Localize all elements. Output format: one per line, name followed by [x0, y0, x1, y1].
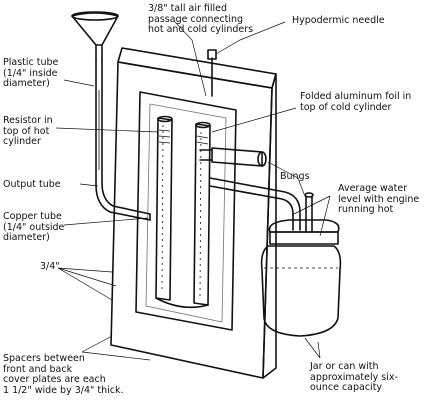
label-copper-tube: Copper tube (1/4" outside diameter) — [3, 211, 65, 243]
leader-foil — [211, 107, 297, 133]
output-tube — [209, 177, 301, 231]
leader-copper — [63, 217, 149, 226]
engine-block — [110, 47, 277, 379]
label-three-quarter: 3/4" — [40, 261, 60, 272]
leader-resistor — [55, 127, 159, 133]
leader-water-level — [291, 195, 331, 237]
label-bungs: Bungs — [280, 171, 310, 182]
funnel — [71, 11, 119, 61]
label-jar: Jar or can with approximately six- ounce… — [310, 361, 398, 393]
jar — [260, 192, 342, 337]
leader-three-quarter — [57, 267, 117, 301]
label-air-passage: 3/8" tall air filled passage connecting … — [148, 3, 254, 35]
leader-air-passage — [174, 21, 207, 97]
label-folded-foil: Folded aluminum foil in top of cold cyli… — [300, 91, 412, 113]
leader-jar — [304, 337, 321, 359]
bung-assembly — [199, 147, 267, 167]
label-resistor: Resistor in top of hot cylinder — [3, 115, 53, 147]
label-water-level: Average water level with engine running … — [338, 183, 420, 215]
label-output-tube: Output tube — [3, 179, 61, 190]
leader-spacers — [81, 335, 151, 361]
leader-output — [79, 183, 99, 187]
label-plastic-tube: Plastic tube (1/4" inside diameter) — [3, 57, 59, 89]
plastic-tube — [95, 59, 151, 221]
leader-plastic-tube — [63, 79, 95, 87]
label-hypodermic-needle: Hypodermic needle — [292, 15, 385, 26]
leader-bungs — [267, 161, 305, 195]
label-spacers: Spacers between front and back cover pla… — [3, 353, 124, 396]
hypodermic-needle — [207, 49, 217, 97]
leader-needle — [215, 21, 286, 55]
